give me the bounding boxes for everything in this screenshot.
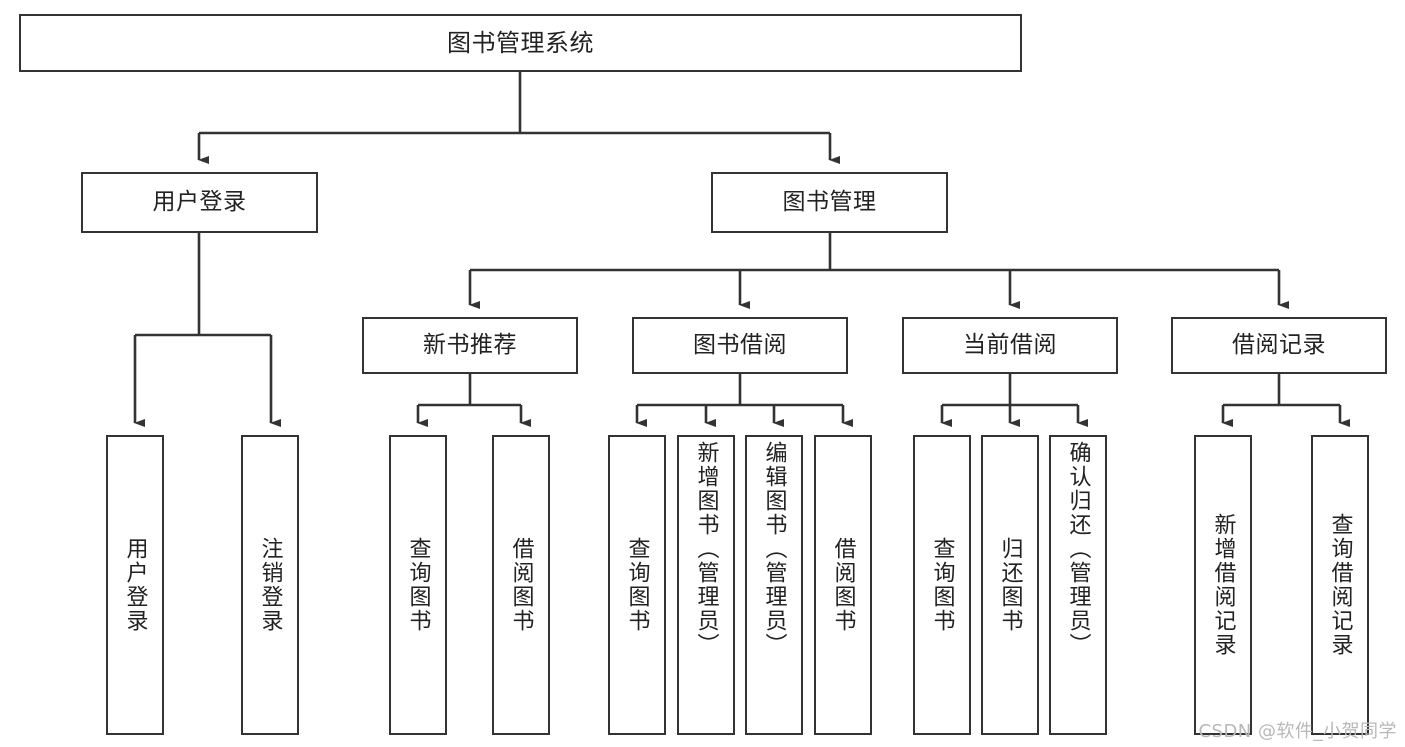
leaf-borrow-book-recommend[interactable]: 借阅图书 (492, 435, 550, 735)
csdn-watermark: CSDN @软件_小贺同学 (1198, 721, 1397, 742)
node-book-management[interactable]: 图书管理 (711, 172, 948, 233)
node-label: 新增图书（管理员） (693, 441, 719, 657)
node-label: 图书管理 (782, 188, 877, 215)
node-label: 注销登录 (257, 537, 283, 633)
leaf-add-book[interactable]: 新增图书（管理员） (677, 435, 735, 735)
leaf-add-borrow-record[interactable]: 新增借阅记录 (1194, 435, 1252, 735)
node-label: 当前借阅 (963, 331, 1057, 358)
node-label: 用户登录 (152, 188, 247, 215)
leaf-query-book-recommend[interactable]: 查询图书 (389, 435, 447, 735)
node-book-borrow[interactable]: 图书借阅 (632, 317, 848, 374)
leaf-return-book[interactable]: 归还图书 (981, 435, 1039, 735)
leaf-logout-login[interactable]: 注销登录 (241, 435, 299, 735)
node-label: 新增借阅记录 (1210, 513, 1236, 657)
node-label: 新书推荐 (423, 331, 517, 358)
node-label: 借阅图书 (830, 537, 856, 633)
node-label: 借阅图书 (508, 537, 534, 633)
node-label: 归还图书 (997, 537, 1023, 633)
node-label: 编辑图书（管理员） (761, 441, 787, 657)
leaf-user-login[interactable]: 用户登录 (106, 435, 164, 735)
node-new-book-recommend[interactable]: 新书推荐 (362, 317, 578, 374)
node-label: 查询图书 (929, 537, 955, 633)
node-user-login[interactable]: 用户登录 (81, 172, 318, 233)
leaf-query-book-borrow[interactable]: 查询图书 (608, 435, 666, 735)
leaf-query-book-current[interactable]: 查询图书 (913, 435, 971, 735)
node-label: 查询图书 (624, 537, 650, 633)
leaf-query-borrow-record[interactable]: 查询借阅记录 (1311, 435, 1369, 735)
leaf-edit-book[interactable]: 编辑图书（管理员） (745, 435, 803, 735)
node-label: 查询借阅记录 (1327, 513, 1353, 657)
node-borrow-record[interactable]: 借阅记录 (1171, 317, 1387, 374)
leaf-confirm-return[interactable]: 确认归还（管理员） (1049, 435, 1107, 735)
node-label: 图书管理系统 (447, 28, 594, 57)
node-label: 借阅记录 (1232, 331, 1326, 358)
node-label: 用户登录 (122, 537, 148, 633)
node-root-book-management-system[interactable]: 图书管理系统 (19, 14, 1022, 72)
leaf-borrow-book[interactable]: 借阅图书 (814, 435, 872, 735)
node-label: 确认归还（管理员） (1065, 441, 1091, 657)
node-current-borrow[interactable]: 当前借阅 (902, 317, 1118, 374)
node-label: 图书借阅 (693, 331, 787, 358)
node-label: 查询图书 (405, 537, 431, 633)
